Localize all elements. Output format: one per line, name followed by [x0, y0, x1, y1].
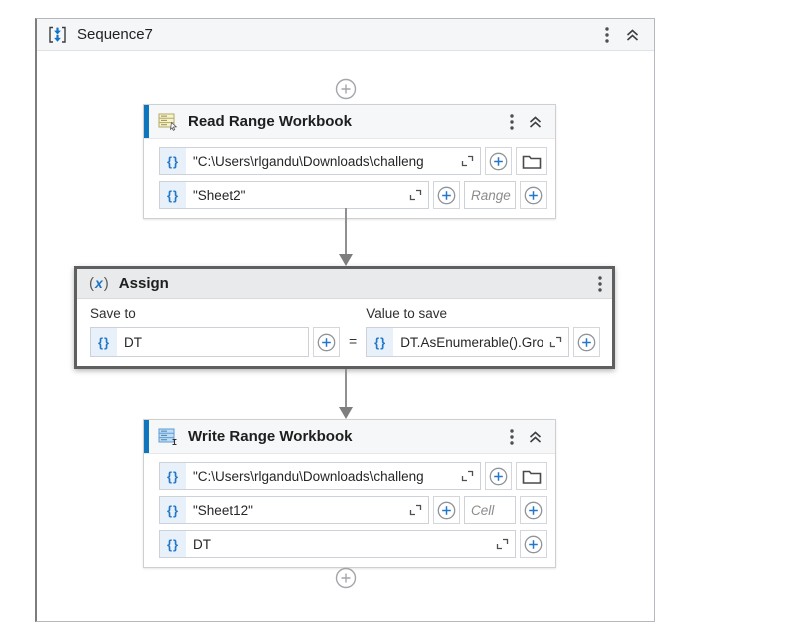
expression-braces-icon: {}: [160, 531, 186, 557]
read-range-sheet-row: {} "Sheet2" Range: [159, 181, 547, 209]
write-range-sheet-value: "Sheet12": [193, 502, 253, 518]
write-range-sheet-row: {} "Sheet12" Cell: [159, 496, 547, 524]
read-range-sheet-input[interactable]: {} "Sheet2": [159, 181, 429, 209]
value-to-save-label: Value to save: [366, 306, 447, 321]
write-range-icon: [158, 428, 179, 446]
flow-arrow: [339, 369, 353, 419]
write-range-data-row: {} DT: [159, 530, 547, 558]
browse-folder-icon[interactable]: [516, 462, 547, 490]
write-range-title: Write Range Workbook: [188, 428, 353, 445]
assign-save-to-input[interactable]: {} DT: [90, 327, 309, 357]
write-range-sheet-plus-button[interactable]: [433, 496, 460, 524]
read-range-icon: [158, 113, 179, 131]
open-expression-editor-icon[interactable]: [403, 504, 428, 516]
activity-read-range-workbook[interactable]: Read Range Workbook {} "C:\Users\rlgandu…: [143, 104, 556, 219]
assign-value-plus-button[interactable]: [573, 327, 600, 357]
read-range-header: Read Range Workbook: [144, 105, 555, 139]
add-activity-button-bottom[interactable]: [335, 567, 357, 589]
write-range-filepath-plus-button[interactable]: [485, 462, 512, 490]
sequence-icon: [48, 26, 67, 44]
assign-value-value: DT.AsEnumerable().Gro: [400, 334, 543, 350]
activity-accent-bar: [144, 420, 149, 453]
read-range-sheet-plus-button[interactable]: [433, 181, 460, 209]
expression-braces-icon: {}: [160, 148, 186, 174]
write-range-data-value: DT: [193, 536, 211, 552]
sequence-container[interactable]: Sequence7: [35, 18, 655, 622]
write-range-cell-plus-button[interactable]: [520, 496, 547, 524]
read-range-range-input[interactable]: Range: [464, 181, 516, 209]
write-range-filepath-value: "C:\Users\rlgandu\Downloads\challeng: [193, 468, 424, 484]
sequence-header: Sequence7: [37, 19, 654, 51]
read-range-filepath-row: {} "C:\Users\rlgandu\Downloads\challeng: [159, 147, 547, 175]
read-range-collapse-icon[interactable]: [528, 115, 543, 129]
write-range-header: Write Range Workbook: [144, 420, 555, 454]
save-to-label: Save to: [90, 306, 136, 321]
assign-header: (x) Assign: [77, 269, 612, 299]
write-range-collapse-icon[interactable]: [528, 430, 543, 444]
activity-accent-bar: [144, 105, 149, 138]
read-range-range-plus-button[interactable]: [520, 181, 547, 209]
assign-save-to-plus-button[interactable]: [313, 327, 340, 357]
assign-title: Assign: [118, 275, 169, 292]
assign-kebab-menu-icon[interactable]: [598, 275, 602, 293]
read-range-filepath-plus-button[interactable]: [485, 147, 512, 175]
flow-arrow: [339, 208, 353, 266]
expression-braces-icon: {}: [91, 328, 117, 356]
assign-save-to-value: DT: [124, 334, 142, 350]
read-range-sheet-value: "Sheet2": [193, 187, 246, 203]
expression-braces-icon: {}: [160, 182, 186, 208]
open-expression-editor-icon[interactable]: [455, 155, 480, 167]
write-range-data-plus-button[interactable]: [520, 530, 547, 558]
sequence-kebab-menu-icon[interactable]: [605, 26, 609, 44]
write-range-filepath-input[interactable]: {} "C:\Users\rlgandu\Downloads\challeng: [159, 462, 481, 490]
sequence-collapse-icon[interactable]: [625, 28, 640, 42]
open-expression-editor-icon[interactable]: [490, 538, 515, 550]
assign-icon: (x): [89, 275, 109, 292]
sequence-title: Sequence7: [77, 26, 153, 43]
activity-write-range-workbook[interactable]: Write Range Workbook {} "C:\Users\rlgand…: [143, 419, 556, 568]
expression-braces-icon: {}: [367, 328, 394, 356]
activity-assign[interactable]: (x) Assign Save to {} DT: [74, 266, 615, 369]
read-range-title: Read Range Workbook: [188, 113, 352, 130]
write-range-kebab-menu-icon[interactable]: [510, 428, 514, 446]
assign-value-input[interactable]: {} DT.AsEnumerable().Gro: [366, 327, 569, 357]
write-range-data-input[interactable]: {} DT: [159, 530, 516, 558]
write-range-filepath-row: {} "C:\Users\rlgandu\Downloads\challeng: [159, 462, 547, 490]
open-expression-editor-icon[interactable]: [455, 470, 480, 482]
cell-placeholder: Cell: [471, 502, 495, 518]
write-range-cell-input[interactable]: Cell: [464, 496, 516, 524]
equals-sign: =: [349, 333, 358, 349]
range-placeholder: Range: [471, 187, 511, 203]
read-range-filepath-input[interactable]: {} "C:\Users\rlgandu\Downloads\challeng: [159, 147, 481, 175]
open-expression-editor-icon[interactable]: [543, 336, 568, 348]
add-activity-button-top[interactable]: [335, 78, 357, 100]
browse-folder-icon[interactable]: [516, 147, 547, 175]
open-expression-editor-icon[interactable]: [403, 189, 428, 201]
write-range-sheet-input[interactable]: {} "Sheet12": [159, 496, 429, 524]
expression-braces-icon: {}: [160, 497, 186, 523]
expression-braces-icon: {}: [160, 463, 186, 489]
read-range-kebab-menu-icon[interactable]: [510, 113, 514, 131]
read-range-filepath-value: "C:\Users\rlgandu\Downloads\challeng: [193, 153, 424, 169]
